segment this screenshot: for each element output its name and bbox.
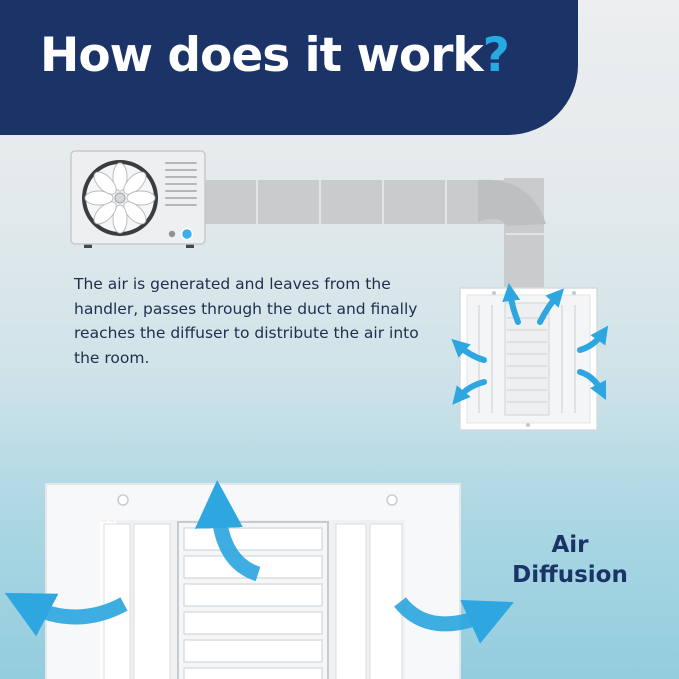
page-title-text: How does it work: [40, 28, 484, 83]
ceiling-diffuser-closeup-icon: [45, 483, 461, 679]
caption-line-1: Air: [551, 532, 589, 558]
ac-outdoor-unit-icon: [70, 150, 206, 248]
header-band: [0, 0, 578, 135]
page-title: How does it work?: [40, 32, 510, 79]
caption-line-2: Diffusion: [512, 562, 628, 588]
duct-icon: [190, 178, 546, 298]
fan-icon: [84, 162, 156, 234]
airflow-arrow-icon: [4, 480, 514, 644]
description-text: The air is generated and leaves from the…: [74, 275, 419, 367]
page-title-question-mark: ?: [482, 28, 510, 83]
airflow-arrow-icon: [451, 283, 609, 405]
